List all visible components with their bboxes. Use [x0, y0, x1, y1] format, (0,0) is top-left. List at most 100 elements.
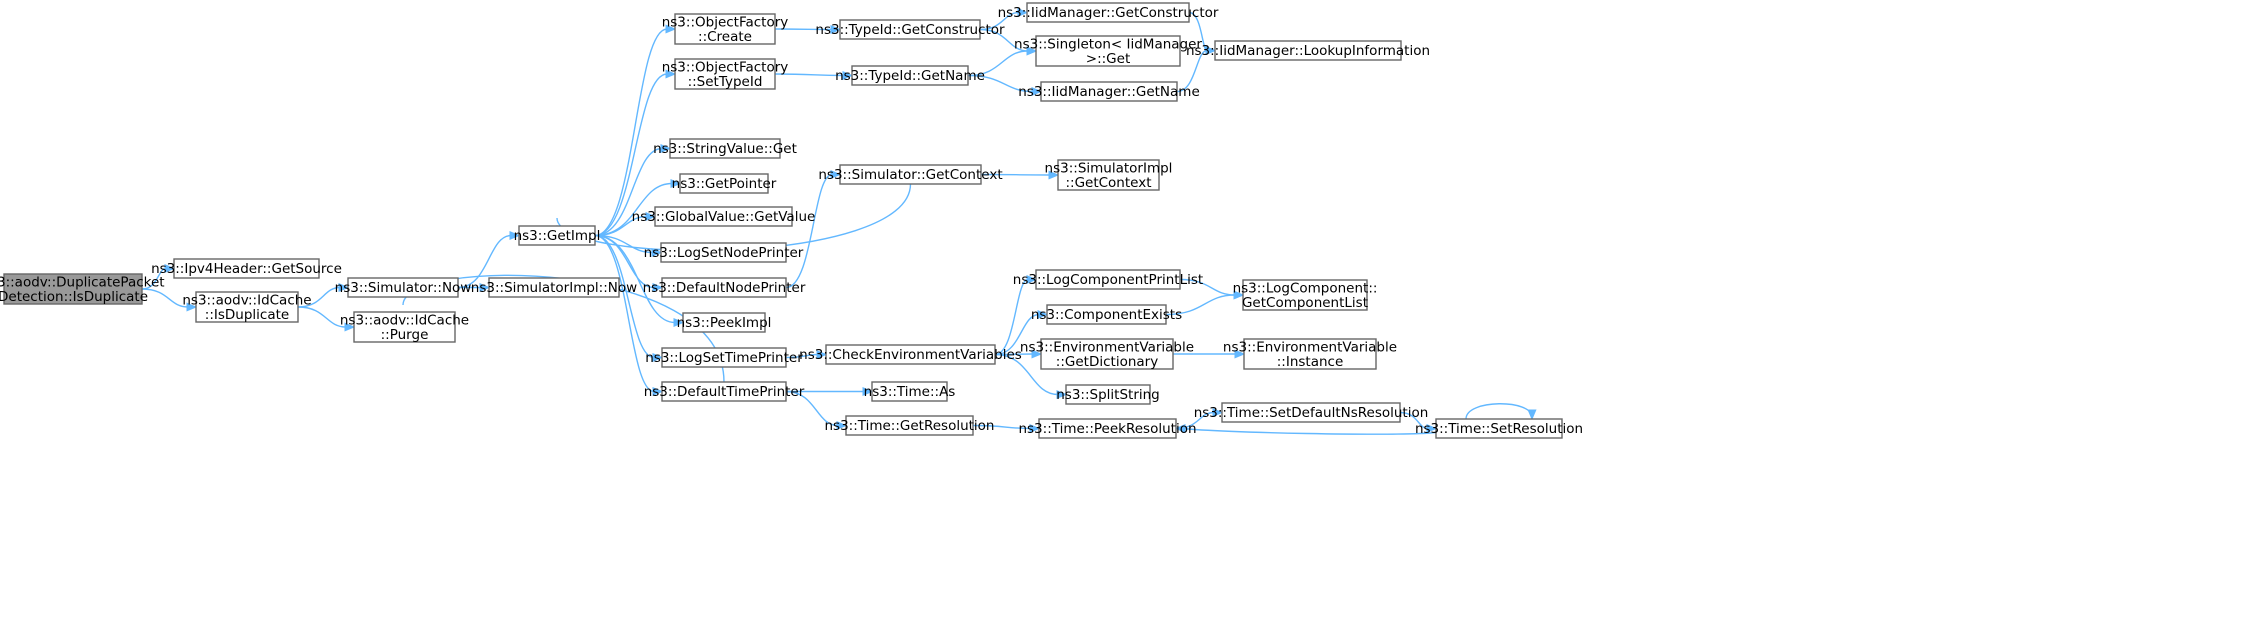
- node-label: ns3::Time::PeekResolution: [1018, 421, 1196, 437]
- node-label: ns3::Simulator::GetContext: [818, 167, 1002, 183]
- node-ns3-typeid-getconstructor[interactable]: ns3::TypeId::GetConstructor: [815, 19, 1005, 40]
- edges-layer: [141, 7, 1537, 435]
- node-label: ns3::IidManager::LookupInformation: [1186, 43, 1430, 59]
- node-ns3-aodv-idcache-isduplicate[interactable]: ns3::aodv::IdCache::IsDuplicate: [182, 291, 312, 323]
- node-ns3-logcomponent-getcomponentlist[interactable]: ns3::LogComponent::GetComponentList: [1233, 279, 1378, 311]
- node-ns3-time-peekresolution[interactable]: ns3::Time::PeekResolution: [1018, 418, 1197, 439]
- edge-line: [457, 234, 512, 289]
- node-box: [825, 344, 996, 365]
- node-label: ns3::StringValue::Get: [653, 141, 797, 157]
- arrow-head: [652, 386, 664, 397]
- node-label: ns3::Time::GetResolution: [824, 418, 994, 434]
- node-ns3-ipv4header-getsource[interactable]: ns3::Ipv4Header::GetSource: [151, 258, 342, 279]
- node-ns3-environmentvariable-getdictionary[interactable]: ns3::EnvironmentVariable::GetDictionary: [1020, 338, 1194, 370]
- node-label: ::SetTypeId: [688, 74, 763, 90]
- node-ns3-logsetnodeprinter[interactable]: ns3::LogSetNodePrinter: [644, 242, 804, 263]
- node-label: ns3::GetImpl: [514, 228, 601, 244]
- node-box: [1065, 384, 1151, 405]
- node-box: [488, 277, 620, 298]
- node-ns3-simulator-getcontext[interactable]: ns3::Simulator::GetContext: [818, 164, 1003, 185]
- edge-n16-n22: [785, 390, 848, 431]
- edge-n5-n14: [594, 234, 685, 328]
- edge-n20-n30: [994, 353, 1068, 400]
- node-ns3-simulatorimpl-getcontext[interactable]: ns3::SimulatorImpl::GetContext: [1045, 159, 1173, 191]
- node-ns3-getimpl[interactable]: ns3::GetImpl: [514, 225, 601, 246]
- node-box: [661, 277, 787, 298]
- node-box: [173, 258, 320, 279]
- node-ns3-simulator-now[interactable]: ns3::Simulator::Now: [335, 277, 472, 298]
- edge-n0-n2: [141, 288, 198, 312]
- node-label: ns3::IidManager::GetName: [1018, 84, 1200, 100]
- node-ns3-globalvalue-getvalue[interactable]: ns3::GlobalValue::GetValue: [632, 206, 816, 227]
- edge-line: [594, 234, 655, 393]
- node-ns3-componentexists[interactable]: ns3::ComponentExists: [1031, 304, 1182, 325]
- edge-n13-n19: [785, 169, 842, 289]
- edge-line: [967, 50, 1029, 77]
- edge-n7-n17: [774, 24, 842, 35]
- node-ns3-defaulttimeprinter[interactable]: ns3::DefaultTimePrinter: [644, 381, 805, 402]
- node-ns3-aodv-idcache-purge[interactable]: ns3::aodv::IdCache::Purge: [340, 311, 469, 343]
- node-ns3-checkenvironmentvariables[interactable]: ns3::CheckEnvironmentVariables: [799, 344, 1022, 365]
- node-ns3-iidmanager-getname[interactable]: ns3::IidManager::GetName: [1018, 81, 1200, 102]
- node-label: ns3::ComponentExists: [1031, 307, 1182, 323]
- node-label: ns3::ObjectFactory: [662, 59, 789, 75]
- node-ns3-getpointer[interactable]: ns3::GetPointer: [672, 173, 777, 194]
- node-ns3-splitstring[interactable]: ns3::SplitString: [1056, 384, 1160, 405]
- edge-n3-n5: [457, 230, 521, 289]
- arrow-head: [1029, 423, 1041, 434]
- node-ns3-time-setdefaultnsresolution[interactable]: ns3::Time::SetDefaultNsResolution: [1194, 402, 1429, 423]
- edge-n18-n25: [967, 74, 1043, 97]
- arrow-head: [1031, 349, 1043, 359]
- node-box: [1435, 418, 1563, 439]
- node-ns3-defaultnodeprinter[interactable]: ns3::DefaultNodePrinter: [643, 277, 806, 298]
- edge-line: [979, 11, 1020, 31]
- edge-line: [297, 306, 347, 328]
- node-box: [1221, 402, 1401, 423]
- node-box: [674, 13, 776, 45]
- node-label: ns3::GlobalValue::GetValue: [632, 209, 816, 225]
- edge-line: [994, 313, 1040, 356]
- node-box: [1035, 35, 1181, 67]
- edge-line: [967, 74, 1034, 93]
- edge-n36-n31: [1174, 423, 1437, 435]
- arrow-head: [862, 386, 874, 397]
- edge-n5-n8: [594, 69, 677, 237]
- edge-line: [1399, 411, 1429, 430]
- node-label: ns3::LogSetNodePrinter: [644, 245, 804, 261]
- edge-line: [979, 28, 1029, 52]
- edge-n5-n11: [594, 211, 657, 237]
- node-label: ns3::Simulator::Now: [335, 280, 472, 296]
- node-ns3-typeid-getname[interactable]: ns3::TypeId::GetName: [835, 65, 985, 86]
- node-label: ::Purge: [381, 327, 429, 343]
- edge-n5-n16: [594, 234, 664, 397]
- node-box: [195, 291, 299, 323]
- node-label: ::Create: [698, 29, 752, 45]
- node-label: ns3::TypeId::GetName: [835, 68, 985, 84]
- node-label: ns3::DefaultNodePrinter: [643, 280, 806, 296]
- node-ns3-peekimpl[interactable]: ns3::PeekImpl: [677, 312, 772, 333]
- node-ns3-iidmanager-getconstructor[interactable]: ns3::IidManager::GetConstructor: [998, 2, 1219, 23]
- node-ns3-stringvalue-get[interactable]: ns3::StringValue::Get: [653, 138, 797, 159]
- edge-line: [774, 28, 833, 31]
- node-ns3-time-setresolution[interactable]: ns3::Time::SetResolution: [1415, 418, 1583, 439]
- arrow-head: [479, 282, 491, 293]
- node-ns3-objectfactory-create[interactable]: ns3::ObjectFactory::Create: [662, 13, 789, 45]
- node-ns3-time-as[interactable]: ns3::Time::As: [864, 381, 956, 402]
- node-ns3-environmentvariable-instance[interactable]: ns3::EnvironmentVariable::Instance: [1223, 338, 1397, 370]
- arrow-head: [1048, 170, 1060, 180]
- node-ns3-simulatorimpl-now[interactable]: ns3::SimulatorImpl::Now: [471, 277, 637, 298]
- node-ns3-time-getresolution[interactable]: ns3::Time::GetResolution: [824, 415, 995, 436]
- node-ns3-logsettimeprinter[interactable]: ns3::LogSetTimePrinter: [645, 347, 803, 368]
- edge-line: [774, 73, 845, 77]
- node-ns3-logcomponentprintlist[interactable]: ns3::LogComponentPrintList: [1013, 269, 1203, 290]
- node-ns3-singleton-iidmanager-get[interactable]: ns3::Singleton< IidManager>::Get: [1014, 35, 1202, 67]
- arrow-head: [645, 211, 657, 222]
- arrow-head: [164, 263, 176, 274]
- edge-n29-n34: [1172, 349, 1246, 359]
- node-ns3-objectfactory-settypeid[interactable]: ns3::ObjectFactory::SetTypeId: [662, 58, 789, 90]
- edge-line: [785, 390, 839, 427]
- node-ns3-aodv-duplicatepacketdetection-isduplicate[interactable]: ns3::aodv::DuplicatePacketDetection::IsD…: [0, 273, 165, 305]
- node-ns3-iidmanager-lookupinformation[interactable]: ns3::IidManager::LookupInformation: [1186, 40, 1430, 61]
- arrow-head: [830, 24, 842, 35]
